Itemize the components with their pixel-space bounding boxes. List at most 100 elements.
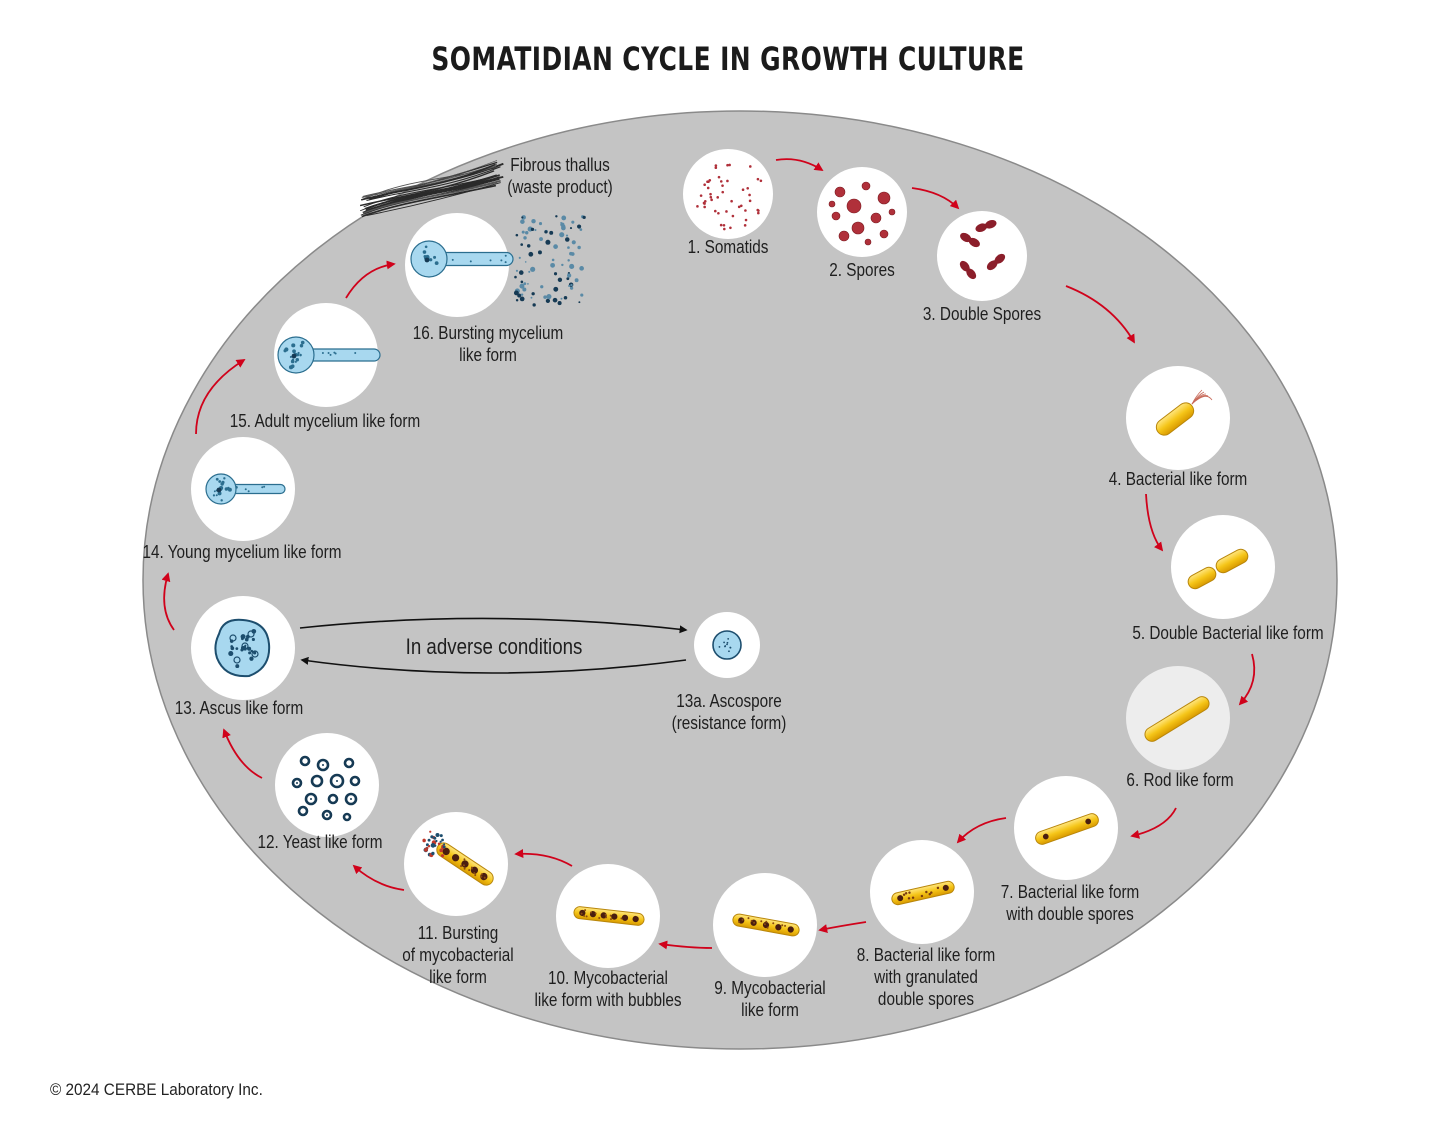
stage-8-label-line: 8. Bacterial like form: [856, 945, 996, 965]
stage-nodes: [191, 149, 1275, 977]
cycle-arrow: [1238, 653, 1256, 706]
stage-3-label: 3. Double Spores: [923, 303, 1041, 325]
cycle-arrow: [161, 572, 175, 631]
copyright-notice: © 2024 CERBE Laboratory Inc.: [50, 1080, 263, 1099]
stage-13a-label-line: 13a. Ascospore: [676, 691, 782, 711]
rod-icon: [1144, 696, 1210, 742]
cycle-arrow: [818, 921, 867, 934]
cycle-arrow: [956, 817, 1007, 844]
adult-mycelium-icon: [277, 336, 381, 374]
stage-1-label-line: 1. Somatids: [687, 237, 769, 257]
stage-4-label-line: 4. Bacterial like form: [1108, 469, 1248, 489]
spores-icon: [828, 181, 896, 246]
cycle-arrow: [345, 260, 396, 299]
adverse-arrow-return: [300, 656, 687, 674]
adverse-conditions-label: In adverse conditions: [405, 634, 583, 659]
stage-8-label-line: double spores: [877, 989, 975, 1009]
cycle-arrow: [222, 728, 263, 779]
bacteria-icon: [1155, 389, 1213, 436]
stage-4-label: 4. Bacterial like form: [1109, 468, 1248, 490]
stage-15-node: [274, 303, 381, 407]
stage-11-node: [404, 812, 508, 916]
stage-7-label-line: 7. Bacterial like form: [1000, 882, 1140, 902]
stage-15-label: 15. Adult mycelium like form: [230, 410, 420, 432]
stage-13-node: [191, 596, 295, 700]
stage-10-label-line: like form with bubbles: [534, 990, 682, 1010]
stage-12-label-line: 12. Yeast like form: [257, 832, 383, 852]
stage-13a-label: 13a. Ascospore(resistance form): [672, 690, 787, 734]
stage-1-node: [683, 149, 773, 239]
cycle-arrow: [1145, 493, 1164, 552]
stage-thallus-node: [359, 160, 504, 218]
stage-7-label-line: with double spores: [1006, 904, 1134, 924]
stage-16-node: [405, 213, 586, 317]
stage-thallus-label-line: (waste product): [507, 177, 613, 197]
cycle-arrow: [775, 158, 824, 171]
stage-6-node: [1126, 666, 1230, 770]
bursting-mycobacteria-icon: [422, 830, 494, 886]
stage-12-label: 12. Yeast like form: [257, 831, 382, 853]
cycle-arrows: [161, 158, 1256, 950]
stage-14-label: 14. Young mycelium like form: [142, 541, 341, 563]
stage-3-label-line: 3. Double Spores: [922, 304, 1042, 324]
double-bacteria-icon: [1187, 548, 1249, 590]
ascospore-icon: [712, 630, 742, 660]
stage-thallus-label-line: Fibrous thallus: [510, 155, 610, 175]
stage-11-label-line: 11. Bursting: [417, 923, 499, 943]
page-title: SOMATIDIAN CYCLE IN GROWTH CULTURE: [431, 40, 1025, 78]
stage-12-node: [275, 733, 379, 837]
stage-8-label-line: with granulated: [874, 967, 978, 987]
stage-1-label: 1. Somatids: [688, 236, 769, 258]
stage-16-label-line: 16. Bursting mycelium: [412, 323, 564, 343]
bursting-mycelium-icon: [410, 215, 586, 307]
mycobacteria-bubbles-icon: [573, 906, 645, 926]
stage-5-node: [1171, 515, 1275, 619]
stage-6-label: 6. Rod like form: [1126, 769, 1233, 791]
stage-thallus-label: Fibrous thallus(waste product): [507, 154, 612, 198]
cycle-arrow: [514, 849, 573, 867]
stage-2-label: 2. Spores: [829, 259, 894, 281]
stage-9-label-line: 9. Mycobacterial: [714, 978, 826, 998]
cycle-arrow: [1130, 807, 1177, 839]
fibrous-thallus-icon: [359, 160, 504, 218]
stage-16-label-line: like form: [459, 345, 517, 365]
mycobacteria-icon: [732, 913, 800, 937]
stage-5-label-line: 5. Double Bacterial like form: [1132, 623, 1324, 643]
ascus-icon: [214, 618, 271, 678]
stage-3-node: [937, 211, 1027, 301]
stage-1-circle: [683, 149, 773, 239]
stage-4-node: [1126, 366, 1230, 470]
stage-7-node: [1014, 776, 1118, 880]
stage-13-label-line: 13. Ascus like form: [174, 698, 304, 718]
stage-14-node: [191, 437, 295, 541]
stage-3-circle: [937, 211, 1027, 301]
stage-10-node: [556, 864, 660, 968]
stage-10-label-line: 10. Mycobacterial: [548, 968, 668, 988]
somatids-icon: [696, 163, 763, 231]
stage-8-node: [870, 840, 974, 944]
stage-9-node: [713, 873, 817, 977]
double-spores-icon: [959, 220, 1006, 280]
stage-13a-node: [694, 612, 760, 678]
stage-13-label: 13. Ascus like form: [175, 697, 303, 719]
cycle-arrow: [1065, 285, 1135, 344]
cycle-arrow: [195, 359, 246, 435]
stage-13a-label-line: (resistance form): [671, 713, 787, 733]
cycle-arrow: [352, 864, 405, 891]
stage-9-label-line: like form: [741, 1000, 799, 1020]
stage-14-label-line: 14. Young mycelium like form: [142, 542, 342, 562]
stage-15-label-line: 15. Adult mycelium like form: [229, 411, 421, 431]
rod-double-spores-icon: [1035, 813, 1099, 845]
stage-6-label-line: 6. Rod like form: [1126, 770, 1234, 790]
stage-11-label-line: like form: [429, 967, 487, 987]
stage-2-label-line: 2. Spores: [829, 260, 895, 280]
yeast-icon: [291, 755, 361, 822]
cycle-arrow: [911, 187, 960, 210]
